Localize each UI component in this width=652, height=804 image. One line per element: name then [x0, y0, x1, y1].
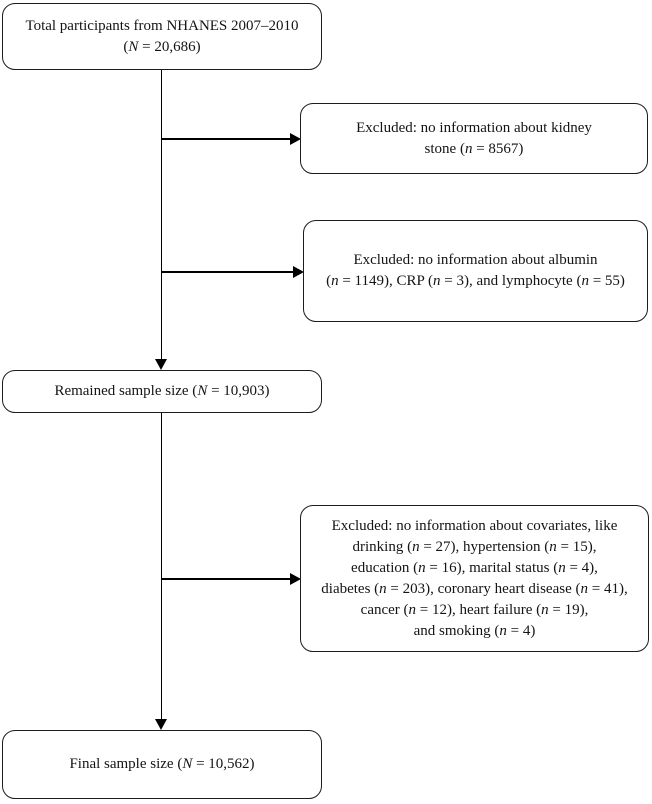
stat-symbol: n	[580, 580, 588, 597]
text-segment: = 10,562)	[192, 756, 255, 772]
box-excluded-covariates: Excluded: no information about covariate…	[300, 505, 649, 652]
text-line: (n = 1149), CRP (n = 3), and lymphocyte …	[326, 271, 625, 292]
text-line: Remained sample size (N = 10,903)	[54, 381, 269, 402]
text-line: and smoking (n = 4)	[414, 621, 536, 642]
text-line: drinking (n = 27), hypertension (n = 15)…	[353, 537, 597, 558]
stat-symbol: n	[408, 601, 417, 618]
connector-branch-labs	[161, 271, 295, 273]
connector-branch-covariates	[161, 578, 292, 580]
arrowhead-down-icon	[154, 359, 167, 370]
text-segment: = 12), heart failure (	[416, 601, 542, 618]
text-line: (N = 20,686)	[123, 37, 200, 58]
arrowhead-right-icon	[290, 132, 301, 145]
box-total-participants: Total participants from NHANES 2007–2010…	[2, 3, 322, 70]
text-line: Final sample size (N = 10,562)	[69, 754, 254, 775]
text-line: diabetes (n = 203), coronary heart disea…	[321, 579, 627, 600]
stat-symbol: n	[549, 538, 557, 555]
text-segment: and smoking (	[413, 622, 500, 639]
text-segment: = 16), marital status (	[425, 559, 559, 576]
stat-symbol: n	[464, 140, 473, 157]
stat-symbol: N	[182, 756, 193, 772]
text-segment: drinking (	[352, 538, 413, 555]
arrowhead-down-icon	[154, 719, 167, 730]
box-excluded-labs: Excluded: no information about albumin (…	[303, 220, 648, 322]
text-line: Excluded: no information about kidney	[356, 118, 592, 139]
text-line: Total participants from NHANES 2007–2010	[25, 16, 298, 37]
stat-symbol: n	[379, 580, 387, 597]
text-segment: Remained sample size (	[54, 383, 198, 399]
text-segment: education (	[351, 559, 419, 576]
text-line: Excluded: no information about covariate…	[332, 516, 618, 537]
text-segment: = 27), hypertension (	[419, 538, 550, 555]
text-line: education (n = 16), marital status (n = …	[351, 558, 598, 579]
box-excluded-kidney-stone: Excluded: no information about kidney st…	[300, 103, 648, 174]
text-segment: = 3), and lymphocyte (	[440, 273, 582, 289]
connector-vertical-2	[160, 413, 162, 719]
text-segment: = 15),	[556, 538, 597, 555]
text-segment: Final sample size (	[69, 756, 183, 772]
connector-vertical-1	[160, 70, 162, 359]
text-segment: Excluded: no information about kidney	[356, 119, 592, 136]
box-remained-sample: Remained sample size (N = 10,903)	[2, 370, 322, 413]
text-line: Excluded: no information about albumin	[353, 250, 597, 271]
stat-symbol: n	[541, 601, 549, 618]
text-line: cancer (n = 12), heart failure (n = 19),	[361, 600, 589, 621]
stat-symbol: N	[128, 38, 139, 55]
stat-symbol: n	[581, 273, 589, 289]
stat-symbol: N	[197, 383, 208, 399]
text-segment: diabetes (	[321, 580, 380, 597]
text-segment: = 41),	[587, 580, 628, 597]
stat-symbol: n	[331, 273, 339, 289]
text-segment: (	[326, 273, 332, 289]
text-segment: = 4)	[506, 622, 536, 639]
text-segment: = 8567)	[472, 140, 524, 157]
text-segment: cancer (	[360, 601, 409, 618]
text-segment: = 19),	[548, 601, 589, 618]
text-segment: = 20,686)	[138, 38, 201, 55]
stat-symbol: n	[433, 273, 441, 289]
text-segment: Total participants from NHANES 2007–2010	[25, 17, 299, 34]
arrowhead-right-icon	[290, 572, 301, 585]
connector-branch-kidney	[161, 138, 292, 140]
arrowhead-right-icon	[293, 265, 304, 278]
stat-symbol: n	[418, 559, 426, 576]
text-segment: stone (	[424, 140, 465, 157]
text-segment: = 55)	[588, 273, 625, 289]
stat-symbol: n	[499, 622, 507, 639]
text-segment: (	[123, 38, 129, 55]
text-line: stone (n = 8567)	[425, 139, 524, 160]
text-segment: Excluded: no information about albumin	[353, 252, 598, 268]
text-segment: = 1149), CRP (	[338, 273, 434, 289]
text-segment: = 10,903)	[207, 383, 270, 399]
text-segment: = 203), coronary heart disease (	[386, 580, 581, 597]
stat-symbol: n	[412, 538, 420, 555]
text-segment: Excluded: no information about covariate…	[331, 517, 618, 534]
box-final-sample: Final sample size (N = 10,562)	[2, 730, 322, 799]
text-segment: = 4),	[565, 559, 598, 576]
stat-symbol: n	[558, 559, 566, 576]
